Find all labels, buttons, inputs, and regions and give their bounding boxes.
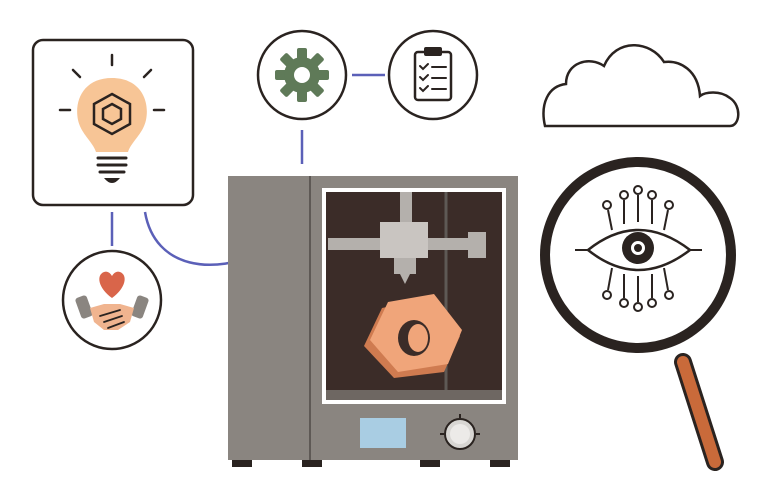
printer-icon	[228, 176, 518, 467]
clipboard-checklist-icon	[387, 29, 479, 121]
lightbulb-hex-nut-icon	[31, 38, 195, 207]
handshake-heart-icon	[61, 249, 163, 351]
gear-icon	[256, 29, 348, 121]
cloud-icon	[542, 44, 740, 128]
magnifying-glass-eye-icon	[540, 157, 736, 471]
printed-hex-nut-icon	[364, 294, 462, 378]
